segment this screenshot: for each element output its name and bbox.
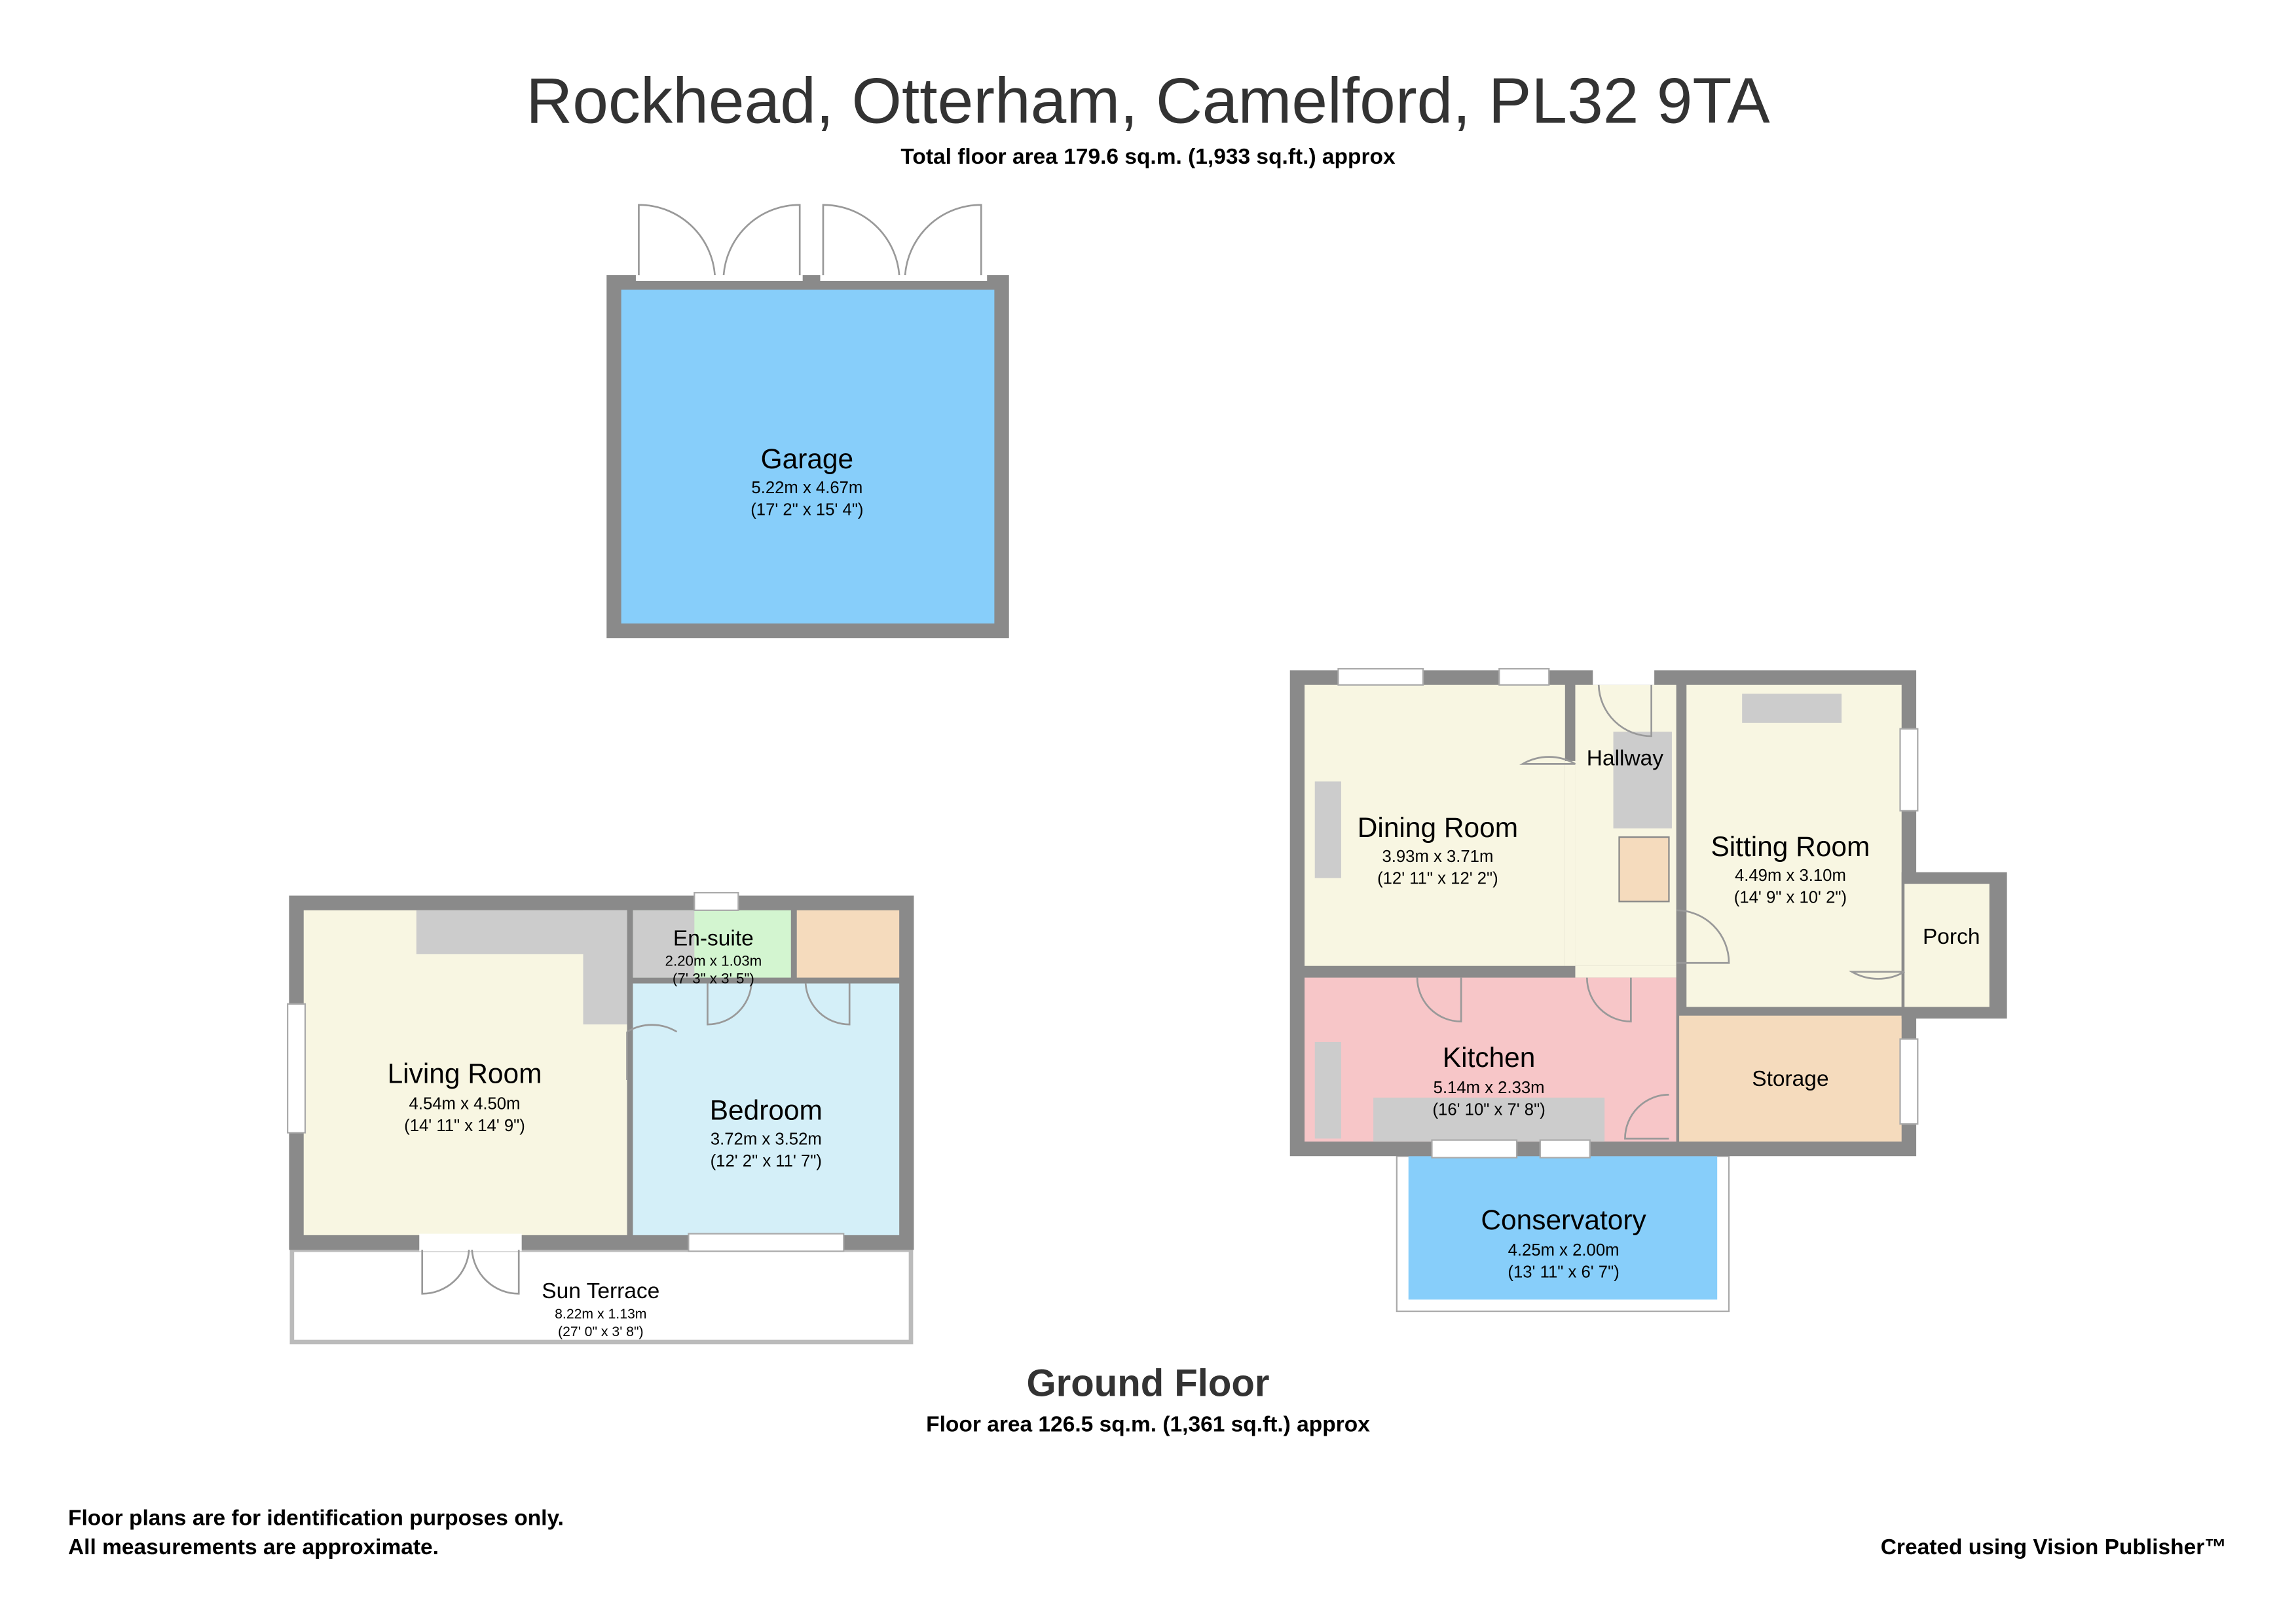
garage-door-icon bbox=[638, 204, 982, 276]
room-name: En-suite bbox=[673, 926, 754, 950]
room-dimensions: 2.20m x 1.03m bbox=[665, 953, 762, 969]
room-dimensions-imperial: (7' 3" x 3' 5") bbox=[673, 971, 754, 987]
room-name: Hallway bbox=[1587, 747, 1664, 771]
disclaimer-line-1: Floor plans are for identification purpo… bbox=[68, 1506, 564, 1530]
room-dimensions: 4.25m x 2.00m bbox=[1508, 1241, 1620, 1259]
room-dimensions: 3.72m x 3.52m bbox=[711, 1130, 822, 1148]
room-dimensions-imperial: (12' 2" x 11' 7") bbox=[711, 1152, 822, 1170]
garage: Garage 5.22m x 4.67m (17' 2" x 15' 4") bbox=[606, 204, 1009, 639]
room-dimensions-imperial: (27' 0" x 3' 8") bbox=[558, 1324, 644, 1339]
room-dimensions: 4.49m x 3.10m bbox=[1735, 867, 1846, 885]
room-name: Sitting Room bbox=[1711, 831, 1870, 862]
room-dimensions-imperial: (17' 2" x 15' 4") bbox=[750, 501, 863, 519]
room-dimensions: 8.22m x 1.13m bbox=[555, 1307, 646, 1322]
room-name: Dining Room bbox=[1358, 812, 1518, 843]
room-dimensions: 4.54m x 4.50m bbox=[409, 1095, 521, 1113]
annex-building: Living Room 4.54m x 4.50m (14' 11" x 14'… bbox=[287, 891, 914, 1345]
page-title: Rockhead, Otterham, Camelford, PL32 9TA bbox=[526, 65, 1770, 137]
room-dimensions-imperial: (14' 11" x 14' 9") bbox=[404, 1117, 525, 1135]
room-name: Living Room bbox=[388, 1058, 542, 1089]
room-dimensions: 5.22m x 4.67m bbox=[751, 479, 862, 497]
room-dimensions-imperial: (13' 11" x 6' 7") bbox=[1508, 1263, 1619, 1282]
room-name: Kitchen bbox=[1443, 1042, 1536, 1073]
room-dimensions: 5.14m x 2.33m bbox=[1434, 1079, 1545, 1097]
room-dimensions-imperial: (12' 11" x 12' 2") bbox=[1377, 870, 1498, 888]
disclaimer-line-2: All measurements are approximate. bbox=[68, 1535, 439, 1559]
room-dimensions: 3.93m x 3.71m bbox=[1382, 848, 1493, 866]
room-name: Bedroom bbox=[710, 1094, 823, 1125]
room-dimensions-imperial: (16' 10" x 7' 8") bbox=[1432, 1101, 1545, 1119]
room-name: Porch bbox=[1923, 925, 1980, 949]
room-name: Sun Terrace bbox=[542, 1279, 659, 1303]
total-area: Total floor area 179.6 sq.m. (1,933 sq.f… bbox=[900, 145, 1396, 169]
room-dimensions-imperial: (14' 9" x 10' 2") bbox=[1734, 889, 1847, 907]
room-name: Garage bbox=[761, 443, 854, 474]
floor-area: Floor area 126.5 sq.m. (1,361 sq.ft.) ap… bbox=[926, 1412, 1370, 1436]
credit: Created using Vision Publisher™ bbox=[1881, 1535, 2227, 1559]
room-name: Storage bbox=[1752, 1067, 1828, 1091]
room-name: Conservatory bbox=[1481, 1204, 1646, 1235]
main-house: Dining Room 3.93m x 3.71m (12' 11" x 12'… bbox=[1289, 668, 2007, 1313]
floor-name: Ground Floor bbox=[1027, 1362, 1270, 1405]
